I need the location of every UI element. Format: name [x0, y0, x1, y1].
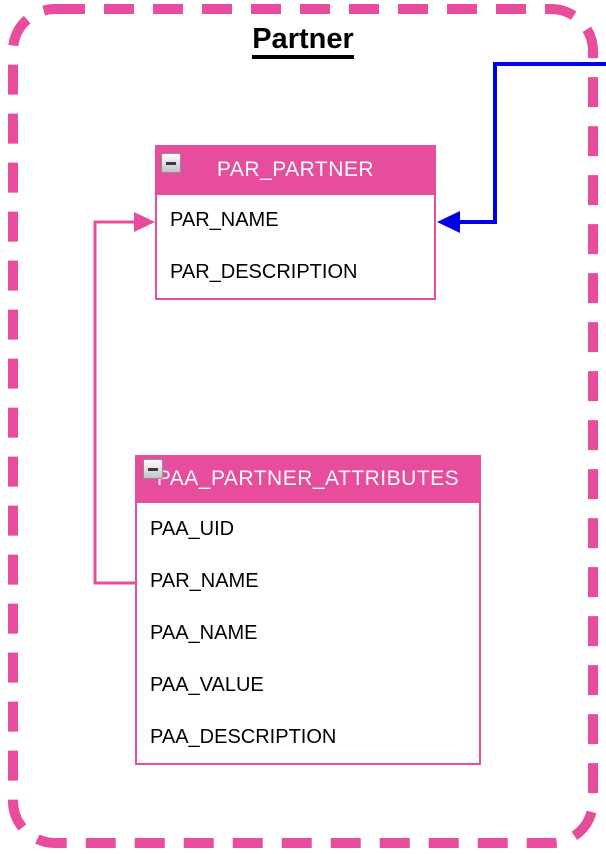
row-par-description-label: PAR_DESCRIPTION: [170, 260, 358, 283]
edge-blue-external-to-par-name[interactable]: [437, 62, 606, 233]
table-paa-partner-attributes-body: PAA_UID PAR_NAME PAA_NAME PAA_VALUE PAA_…: [135, 503, 481, 765]
blue-arrowhead-icon: [437, 211, 460, 233]
row-paa-par-name[interactable]: PAR_NAME: [137, 555, 479, 607]
minus-bar: [166, 161, 176, 165]
table-par-partner-header[interactable]: PAR_PARTNER: [155, 145, 436, 195]
row-paa-name[interactable]: PAA_NAME: [137, 607, 479, 659]
row-paa-uid[interactable]: PAA_UID: [137, 503, 479, 555]
row-par-name-label: PAR_NAME: [170, 209, 279, 232]
row-paa-par-name-label: PAR_NAME: [150, 569, 259, 592]
pink-arrowhead-icon: [134, 212, 155, 232]
row-paa-value-label: PAA_VALUE: [150, 673, 264, 696]
table-par-partner-body: PAR_NAME PAR_DESCRIPTION: [155, 195, 436, 300]
partner-group-title: Partner: [0, 24, 606, 60]
partner-group-border: [8, 4, 598, 848]
table-paa-partner-attributes-title: PAA_PARTNER_ATTRIBUTES: [156, 467, 460, 490]
row-paa-name-label: PAA_NAME: [150, 621, 258, 644]
table-par-partner[interactable]: PAR_PARTNER PAR_NAME PAR_DESCRIPTION: [155, 145, 436, 300]
row-paa-value[interactable]: PAA_VALUE: [137, 659, 479, 711]
row-paa-description[interactable]: PAA_DESCRIPTION: [137, 711, 479, 763]
minus-collapse-icon[interactable]: [161, 153, 181, 173]
minus-collapse-icon[interactable]: [143, 459, 163, 479]
table-paa-partner-attributes-header[interactable]: PAA_PARTNER_ATTRIBUTES: [135, 455, 481, 503]
table-paa-partner-attributes[interactable]: PAA_PARTNER_ATTRIBUTES PAA_UID PAR_NAME …: [135, 455, 481, 765]
partner-group-title-text: Partner: [252, 24, 354, 60]
row-par-description[interactable]: PAR_DESCRIPTION: [157, 247, 434, 299]
row-paa-description-label: PAA_DESCRIPTION: [150, 725, 337, 748]
row-par-name[interactable]: PAR_NAME: [157, 195, 434, 247]
minus-bar: [148, 467, 158, 471]
row-paa-uid-label: PAA_UID: [150, 517, 235, 540]
table-par-partner-title: PAR_PARTNER: [216, 158, 375, 181]
edge-paa-parname-to-par-parname[interactable]: [93, 212, 155, 585]
